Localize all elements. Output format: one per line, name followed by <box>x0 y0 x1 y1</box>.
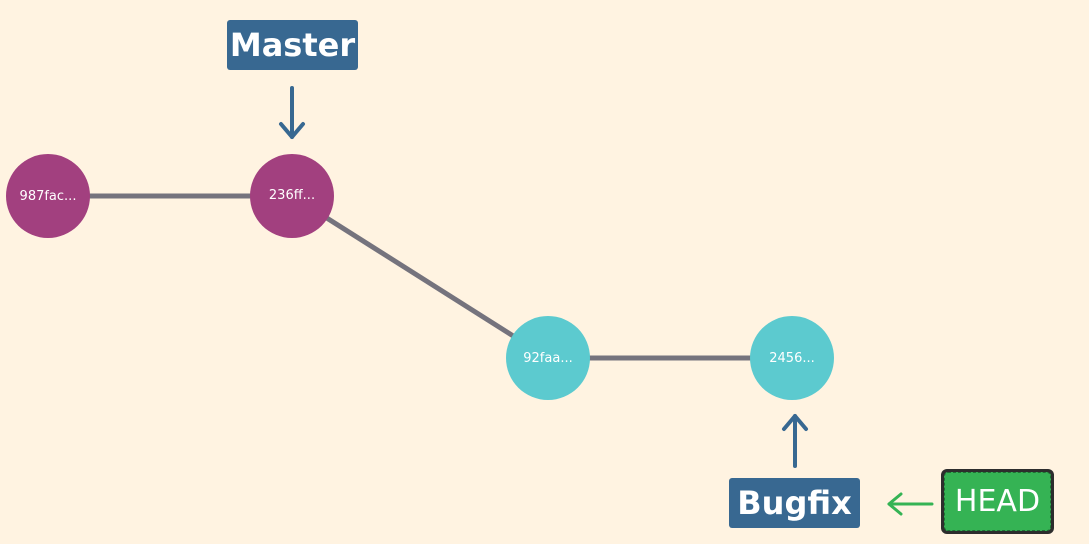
commit-node[interactable]: 2456... <box>750 316 834 400</box>
bugfix-pointer-arrow-icon <box>782 414 808 468</box>
commit-hash: 92faa... <box>523 351 572 366</box>
head-label-text: HEAD <box>944 472 1051 531</box>
commit-circle <box>250 154 334 238</box>
commit-circle <box>750 316 834 400</box>
edge-236ff-92faa <box>290 193 550 361</box>
commit-node[interactable]: 236ff... <box>250 154 334 238</box>
commit-hash: 2456... <box>769 351 814 366</box>
commit-node[interactable]: 92faa... <box>506 316 590 400</box>
commit-hash: 236ff... <box>269 188 315 203</box>
commit-node[interactable]: 987fac... <box>6 154 90 238</box>
master-pointer-arrow-icon <box>279 86 305 139</box>
commit-circle <box>6 154 90 238</box>
commit-hash: 987fac... <box>20 189 77 204</box>
master-branch-label[interactable]: Master <box>227 20 358 70</box>
commit-circle <box>506 316 590 400</box>
bugfix-branch-label[interactable]: Bugfix <box>729 478 860 528</box>
head-pointer-arrow-icon <box>887 492 934 516</box>
head-pointer-label[interactable]: HEAD <box>941 469 1054 534</box>
